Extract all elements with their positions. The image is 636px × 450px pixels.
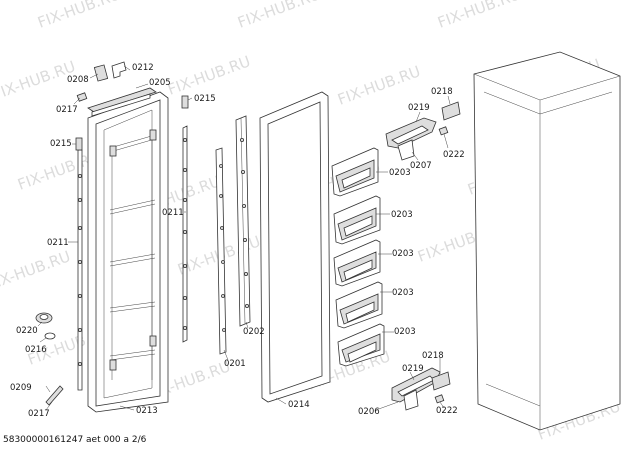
door-shelf-0203-2 [333,195,381,245]
label-0212: 0212 [132,63,154,73]
bracket-0212 [111,61,127,79]
label-0211: 0211 [47,238,69,248]
door-shelf-0203-5 [337,323,385,367]
rail-0201 [215,147,227,355]
door-shelf-0203-4 [335,281,383,329]
plug-0220 [35,312,53,324]
label-0218: 0218 [422,351,444,361]
hinge-bottom-0219 [391,367,441,411]
label-0203: 0203 [389,168,411,178]
cabinet-housing [473,51,621,431]
callout-labels: 0208 0212 0205 0217 0215 0215 0211 0211 … [10,63,465,419]
label-0209: 0209 [10,383,32,393]
label-0201: 0201 [224,359,246,369]
label-0215: 0215 [194,94,216,104]
watermark: FIX-HUB.RU [0,247,73,294]
label-0222: 0222 [436,406,458,416]
label-0203: 0203 [394,327,416,337]
door-panel-0213 [87,91,169,413]
pin-0209 [45,385,64,406]
label-0219: 0219 [402,364,424,374]
label-0216: 0216 [25,345,47,355]
small-part-0217a [76,92,88,102]
label-0222: 0222 [443,150,465,160]
hinge-cover-0205 [87,87,157,117]
label-0211: 0211 [162,208,184,218]
cover-cap-0208 [93,64,109,82]
watermark: FIX-HUB.RU [235,0,323,32]
seal-strip-0211-left [77,149,83,391]
label-0215: 0215 [50,139,72,149]
label-0217: 0217 [56,105,78,115]
seal-strip-0211-right [182,125,188,343]
label-0213: 0213 [136,406,158,416]
clip-0216 [44,332,56,340]
label-0206: 0206 [358,407,380,417]
screw-0222-top [438,126,449,136]
screw-0222-bottom [434,394,445,404]
spring-0215-right [181,95,189,109]
leader-lines [37,65,451,411]
watermark: FIX-HUB.RU [35,0,123,32]
label-0218: 0218 [431,87,453,97]
label-0203: 0203 [392,249,414,259]
label-0203: 0203 [392,288,414,298]
door-shelf-0203-3 [333,239,381,287]
label-0214: 0214 [288,400,310,410]
label-0203: 0203 [391,210,413,220]
label-0202: 0202 [243,327,265,337]
watermark: FIX-HUB.RU [165,52,253,99]
rail-0202 [235,115,251,327]
hinge-plate-0218-bottom [431,371,451,391]
label-0220: 0220 [16,326,38,336]
label-0208: 0208 [67,75,89,85]
watermark: FIX-HUB.RU [435,0,523,32]
spring-0215-left [75,137,83,151]
label-0219: 0219 [408,103,430,113]
label-0207: 0207 [410,161,432,171]
hinge-plate-0218-top [441,101,461,121]
door-gasket-0214 [259,91,331,403]
document-id-footer: 58300000161247 aet 000 a 2/6 [3,435,147,445]
hinge-top-0219 [385,117,437,161]
watermark: FIX-HUB.RU [335,62,423,109]
door-shelf-0203-1 [331,147,379,197]
label-0217: 0217 [28,409,50,419]
label-0205: 0205 [149,78,171,88]
